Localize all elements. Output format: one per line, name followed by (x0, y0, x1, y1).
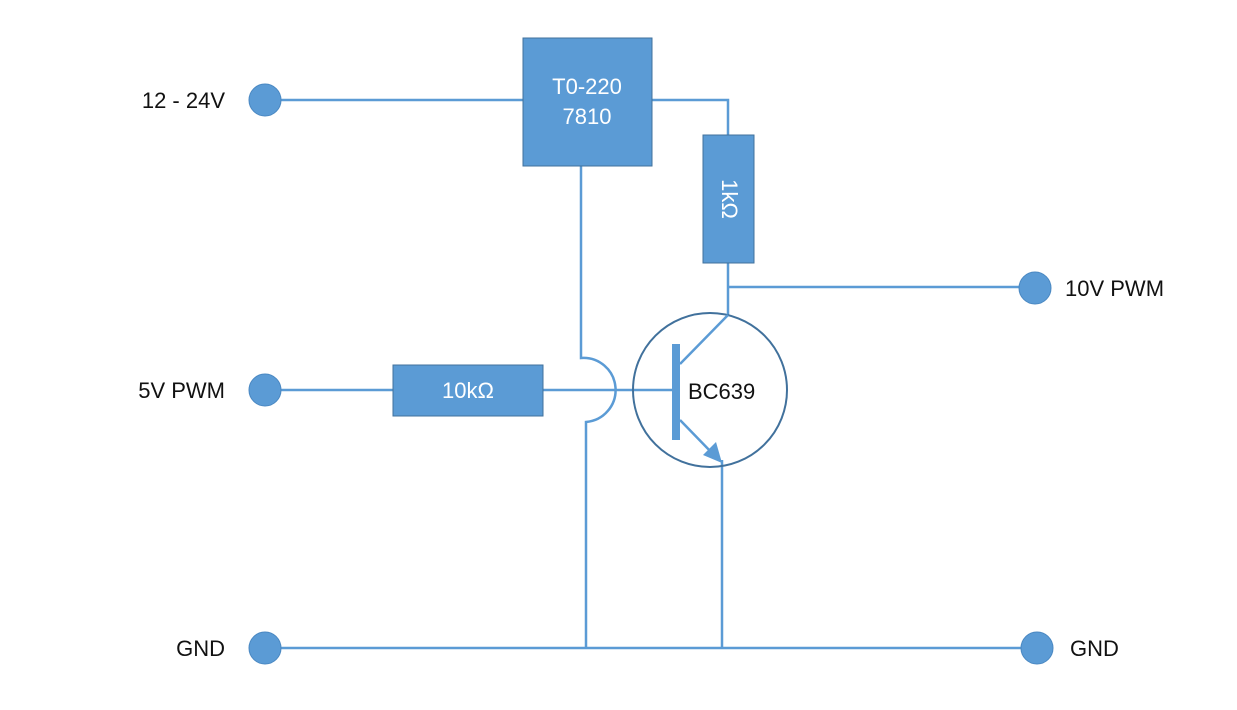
terminal-gnd-left (248, 631, 282, 665)
terminal-pwm-in (248, 373, 282, 407)
resistor-1k-label: 1kΩ (717, 179, 742, 219)
transistor-base-bar (672, 344, 680, 440)
terminal-pwm-out (1018, 271, 1052, 305)
label-gnd-right: GND (1070, 636, 1119, 661)
label-supply: 12 - 24V (142, 88, 225, 113)
label-pwm-in: 5V PWM (138, 378, 225, 403)
resistor-10k-label: 10kΩ (442, 378, 494, 403)
emitter-arrow-icon (703, 442, 722, 463)
voltage-regulator: T0-220 7810 (522, 37, 653, 167)
resistor-1k: 1kΩ (702, 134, 755, 264)
terminal-supply (248, 83, 282, 117)
transistor-bc639: BC639 (632, 312, 788, 468)
label-pwm-out: 10V PWM (1065, 276, 1164, 301)
transistor-label: BC639 (688, 379, 755, 404)
label-gnd-left: GND (176, 636, 225, 661)
resistor-10k: 10kΩ (392, 364, 544, 417)
wire-regulator-ground-with-hop (579, 166, 617, 648)
regulator-part-label: 7810 (563, 104, 612, 129)
transistor-collector (679, 314, 729, 365)
wire-regulator-to-pullup (652, 98, 730, 135)
regulator-package-label: T0-220 (552, 74, 622, 99)
transistor-emitter (679, 419, 715, 456)
terminal-gnd-right (1020, 631, 1054, 665)
